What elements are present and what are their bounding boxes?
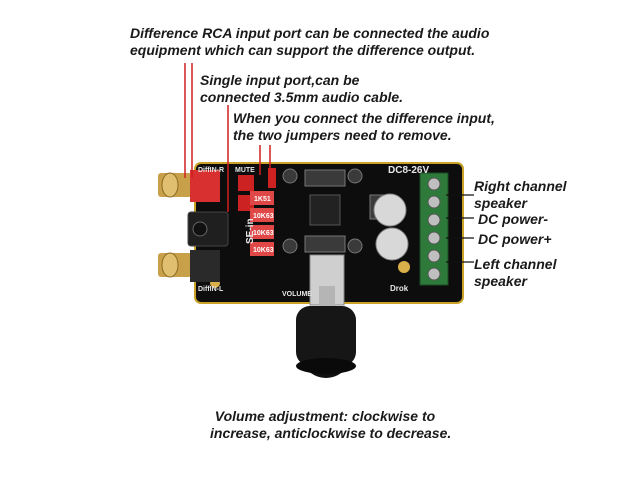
resistor-label: 10K63 — [253, 247, 274, 254]
jumpers-annotation: When you connect the difference input, t… — [233, 110, 495, 144]
annotation-line: Single input port,can be — [200, 72, 360, 88]
dc-plus-annotation: DC power+ — [478, 231, 552, 247]
mute-label: MUTE — [235, 167, 255, 174]
volume-silk-label: VOLUME — [282, 291, 312, 298]
diffin-l-label: DiffIN-L — [198, 286, 224, 293]
small-components — [282, 168, 385, 254]
annotation-line: When you connect the difference input, — [233, 110, 495, 126]
annotation-line: Volume adjustment: clockwise to — [214, 408, 436, 424]
jumper — [238, 175, 254, 191]
annotation-line: connected 3.5mm audio cable. — [200, 89, 404, 105]
annotation-line: speaker — [474, 195, 527, 211]
electrolytic-capacitors — [373, 193, 409, 261]
terminal-screws — [427, 177, 441, 281]
annotation-line: equipment which can support the differen… — [130, 42, 476, 58]
voltage-label: DC8-26V — [388, 165, 429, 176]
annotation-line: increase, anticlockwise to decrease. — [210, 425, 452, 441]
annotation-line: Difference RCA input port can be connect… — [130, 25, 490, 41]
dc-minus-annotation: DC power- — [478, 211, 548, 227]
resistor-label: 1K51 — [254, 196, 271, 203]
audio-jack-3-5mm — [187, 211, 229, 247]
se-in-label: SE-in — [245, 218, 256, 244]
resistor-label: 10K63 — [253, 230, 274, 237]
amplifier-ic — [309, 194, 341, 226]
rca-jack-right — [158, 170, 220, 202]
diffin-r-label: DiffIN-R — [198, 167, 224, 174]
resistor-label: 10K63 — [253, 213, 274, 220]
brand-logo: Drok — [390, 284, 409, 293]
resistor-chips — [250, 191, 274, 256]
rca-jack-left — [158, 250, 220, 282]
mounting-hole — [398, 261, 410, 273]
callout-lines — [184, 63, 271, 212]
rca-port-annotation: Difference RCA input port can be connect… — [130, 25, 489, 59]
right-speaker-annotation: Right channel speaker — [474, 178, 567, 212]
mute-jumper — [268, 168, 276, 188]
annotation-line: speaker — [474, 273, 527, 289]
volume-annotation: Volume adjustment: clockwise to increase… — [210, 408, 452, 442]
single-input-annotation: Single input port,can be connected 3.5mm… — [200, 72, 403, 106]
annotation-line: Right channel — [474, 178, 567, 194]
left-speaker-annotation: Left channel speaker — [474, 256, 556, 290]
annotation-line: Left channel — [474, 256, 557, 272]
screw-terminal-block — [419, 172, 449, 286]
annotation-line: the two jumpers need to remove. — [233, 127, 452, 143]
pointer-lines — [446, 194, 474, 263]
